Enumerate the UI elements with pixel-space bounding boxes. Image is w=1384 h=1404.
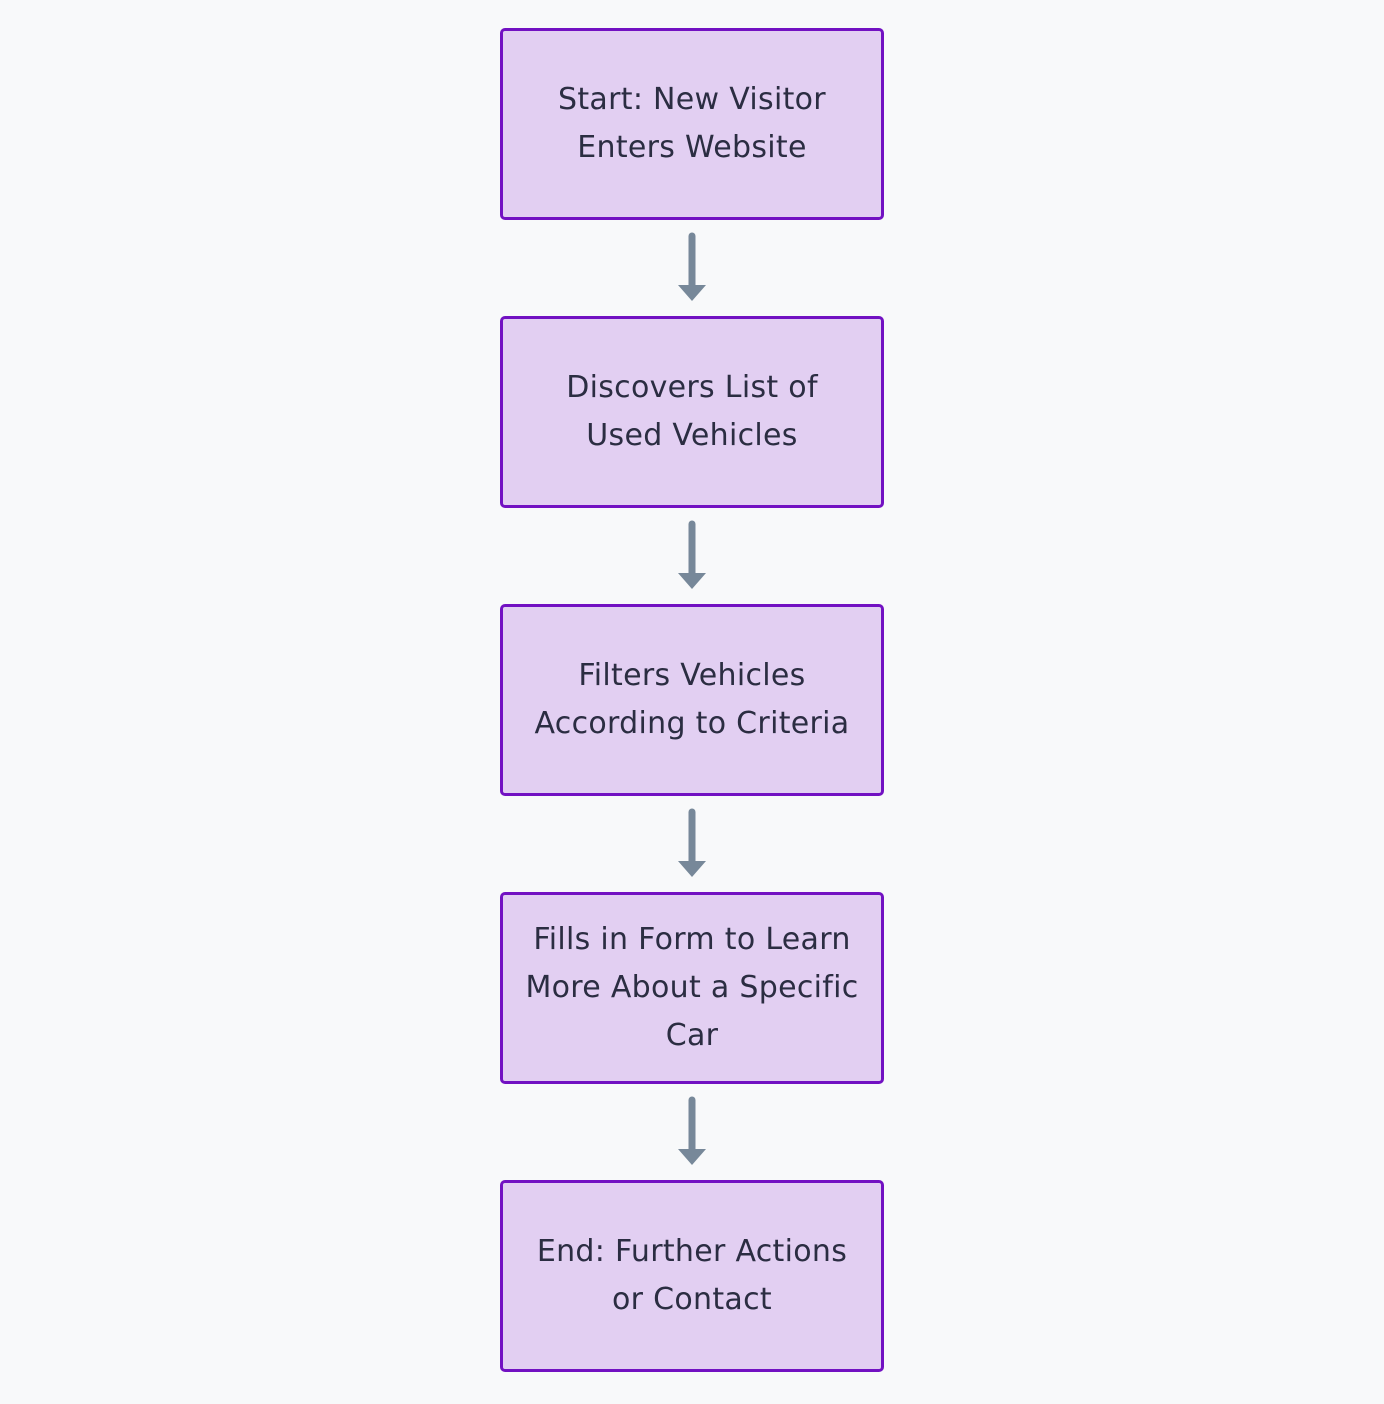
edge-discover-to-filter (678, 520, 706, 589)
node-label: Filters Vehicles According to Criteria (534, 658, 850, 741)
node-label: Fills in Form to Learn More About a Spec… (525, 922, 859, 1053)
arrow-down-icon (678, 573, 706, 589)
node-label: Start: New Visitor Enters Website (558, 82, 826, 165)
flow-node-end[interactable]: End: Further Actions or Contact (500, 1180, 884, 1372)
node-label: End: Further Actions or Contact (536, 1234, 848, 1317)
edge-filter-to-form (678, 808, 706, 877)
flow-node-fill-form[interactable]: Fills in Form to Learn More About a Spec… (500, 892, 884, 1084)
edge-start-to-discover (678, 232, 706, 301)
node-label: Discovers List of Used Vehicles (566, 370, 818, 453)
flow-node-filter-vehicles[interactable]: Filters Vehicles According to Criteria (500, 604, 884, 796)
flow-node-start[interactable]: Start: New Visitor Enters Website (500, 28, 884, 220)
arrow-down-icon (678, 285, 706, 301)
arrow-down-icon (678, 861, 706, 877)
arrow-down-icon (678, 1149, 706, 1165)
flow-node-discover-vehicles[interactable]: Discovers List of Used Vehicles (500, 316, 884, 508)
edge-form-to-end (678, 1096, 706, 1165)
